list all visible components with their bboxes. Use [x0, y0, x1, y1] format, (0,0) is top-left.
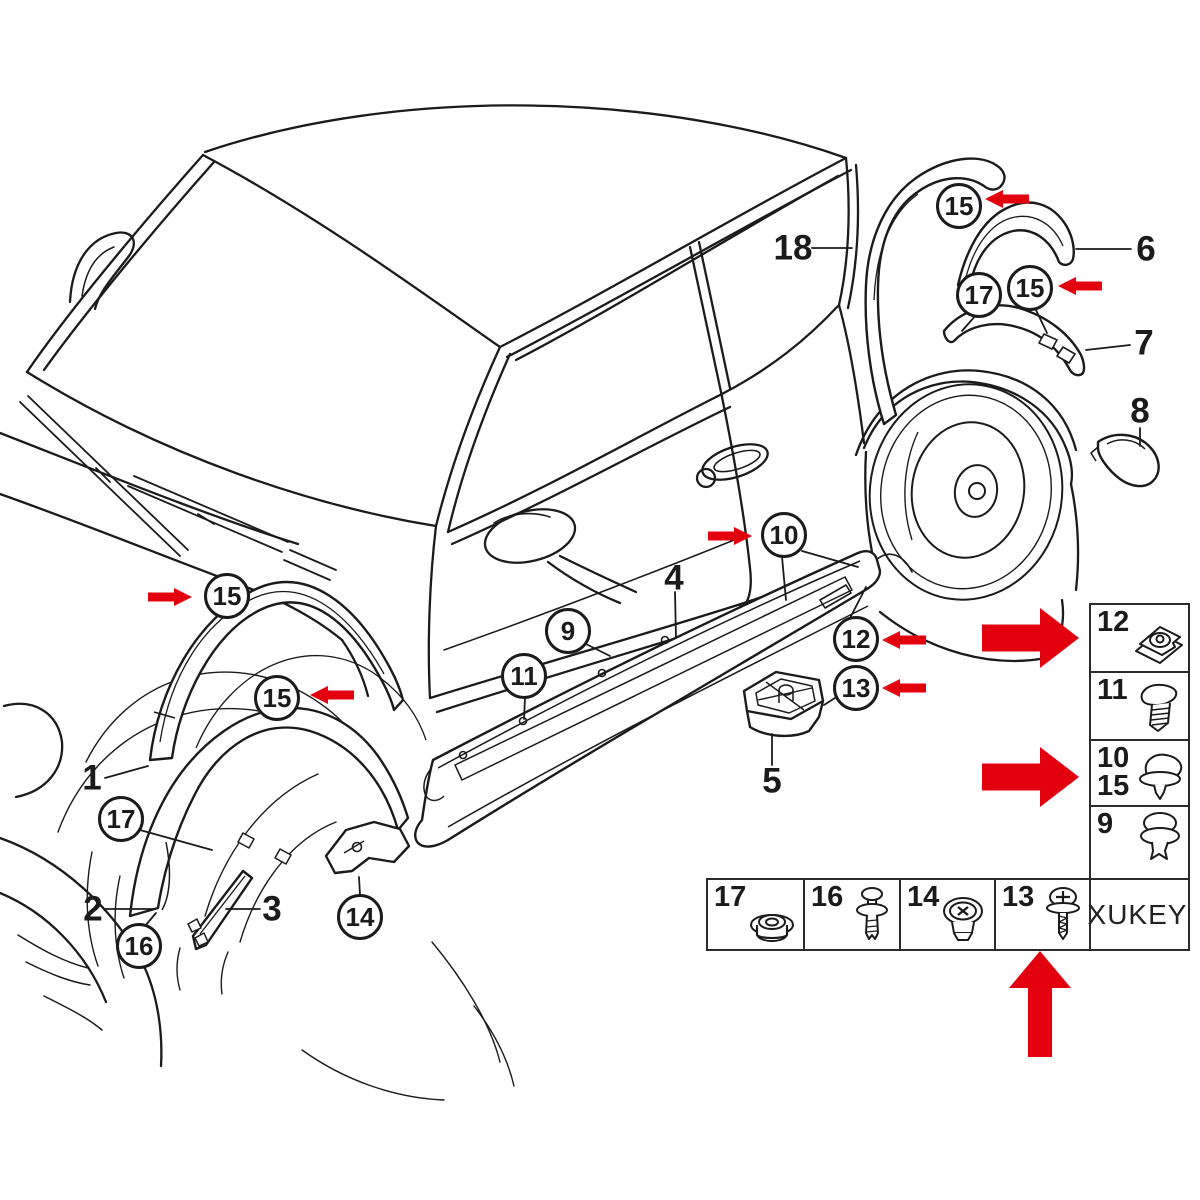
legend-cell-9: 9 [1091, 805, 1188, 868]
legend-label: 12 [1097, 606, 1130, 638]
part-4-rocker-panel [414, 550, 882, 848]
red-arrow-left-icon [882, 631, 926, 649]
part-label-5: 5 [762, 761, 782, 801]
push-rivet-icon [1140, 812, 1180, 860]
fastener-legend-column: 12 11 10 1 [1089, 603, 1190, 882]
part-3-strip [191, 869, 254, 951]
legend-label: 10 [1097, 742, 1130, 774]
legend-label: 17 [714, 881, 747, 913]
expander-pin-icon [856, 887, 888, 940]
big-red-arrow-up-icon [1009, 951, 1071, 1057]
part-1-arch-trim [148, 580, 405, 762]
legend-cell-brand: XUKEY [1088, 880, 1186, 949]
brand-xukey: XUKEY [1087, 898, 1188, 930]
callout-15-rear: 15 [1007, 265, 1053, 311]
arch-trim-clip-icon [1139, 753, 1183, 800]
legend-cell-17: 17 [708, 880, 803, 949]
callout-13: 13 [833, 665, 879, 711]
red-arrow-right-icon [148, 588, 192, 606]
part-18-arch-trim [864, 157, 1006, 426]
legend-label: 14 [907, 881, 940, 913]
legend-cell-10-15: 10 15 [1091, 739, 1188, 805]
part-label-7: 7 [1134, 323, 1154, 363]
part-2-arch-trim [128, 706, 410, 918]
part-8-bracket [1096, 433, 1160, 488]
legend-label: 11 [1097, 674, 1128, 706]
callout-11: 11 [501, 653, 547, 699]
callout-16: 16 [116, 923, 162, 969]
expanding-rivet-icon [1140, 683, 1178, 732]
big-red-arrow-right-icon [982, 747, 1079, 807]
part-7-arch-trim [942, 304, 1086, 377]
callout-9: 9 [545, 608, 591, 654]
exploded-parts [128, 157, 1160, 951]
part-label-18: 18 [773, 228, 813, 268]
flange-nut-icon [750, 914, 794, 942]
legend-cell-16: 16 [803, 880, 899, 949]
legend-label: 15 [1097, 770, 1130, 803]
part-label-8: 8 [1130, 391, 1150, 431]
speed-nut-icon [1135, 626, 1183, 664]
legend-label: 13 [1002, 881, 1035, 913]
part-label-1: 1 [82, 758, 102, 798]
wiper-blades [19, 395, 337, 581]
callout-17-front: 17 [98, 796, 144, 842]
red-arrow-left-icon [882, 679, 926, 697]
callout-10: 10 [761, 512, 807, 558]
front-wheel-arcs [57, 671, 515, 1101]
grommet-nut-icon [943, 897, 983, 941]
callout-14: 14 [337, 894, 383, 940]
part-5-jack-pad [742, 670, 825, 738]
part-label-6: 6 [1136, 229, 1156, 269]
red-arrow-left-icon [1058, 277, 1102, 295]
legend-cell-12: 12 [1091, 605, 1188, 671]
callout-12: 12 [833, 616, 879, 662]
washer-screw-icon [1046, 887, 1080, 940]
legend-cell-14: 14 [899, 880, 994, 949]
callout-17-rear: 17 [956, 272, 1002, 318]
legend-cell-13: 13 [994, 880, 1089, 949]
callout-15-front-top: 15 [204, 573, 250, 619]
part-14-end-bracket [324, 820, 411, 875]
legend-label: 16 [811, 881, 844, 913]
part-label-3: 3 [262, 889, 282, 929]
part-label-4: 4 [664, 558, 684, 598]
legend-label: 9 [1097, 808, 1114, 840]
legend-cell-11: 11 [1091, 671, 1188, 739]
big-red-arrow-right-icon [982, 608, 1079, 668]
part-6-arch-trim [956, 201, 1075, 291]
callout-15-rear-top: 15 [936, 183, 982, 229]
leader-lines [104, 247, 1141, 927]
part-label-2: 2 [83, 889, 103, 929]
fastener-legend-row: 17 16 [706, 878, 1190, 951]
rear-wheel [868, 383, 1064, 601]
callout-15-front: 15 [254, 675, 300, 721]
